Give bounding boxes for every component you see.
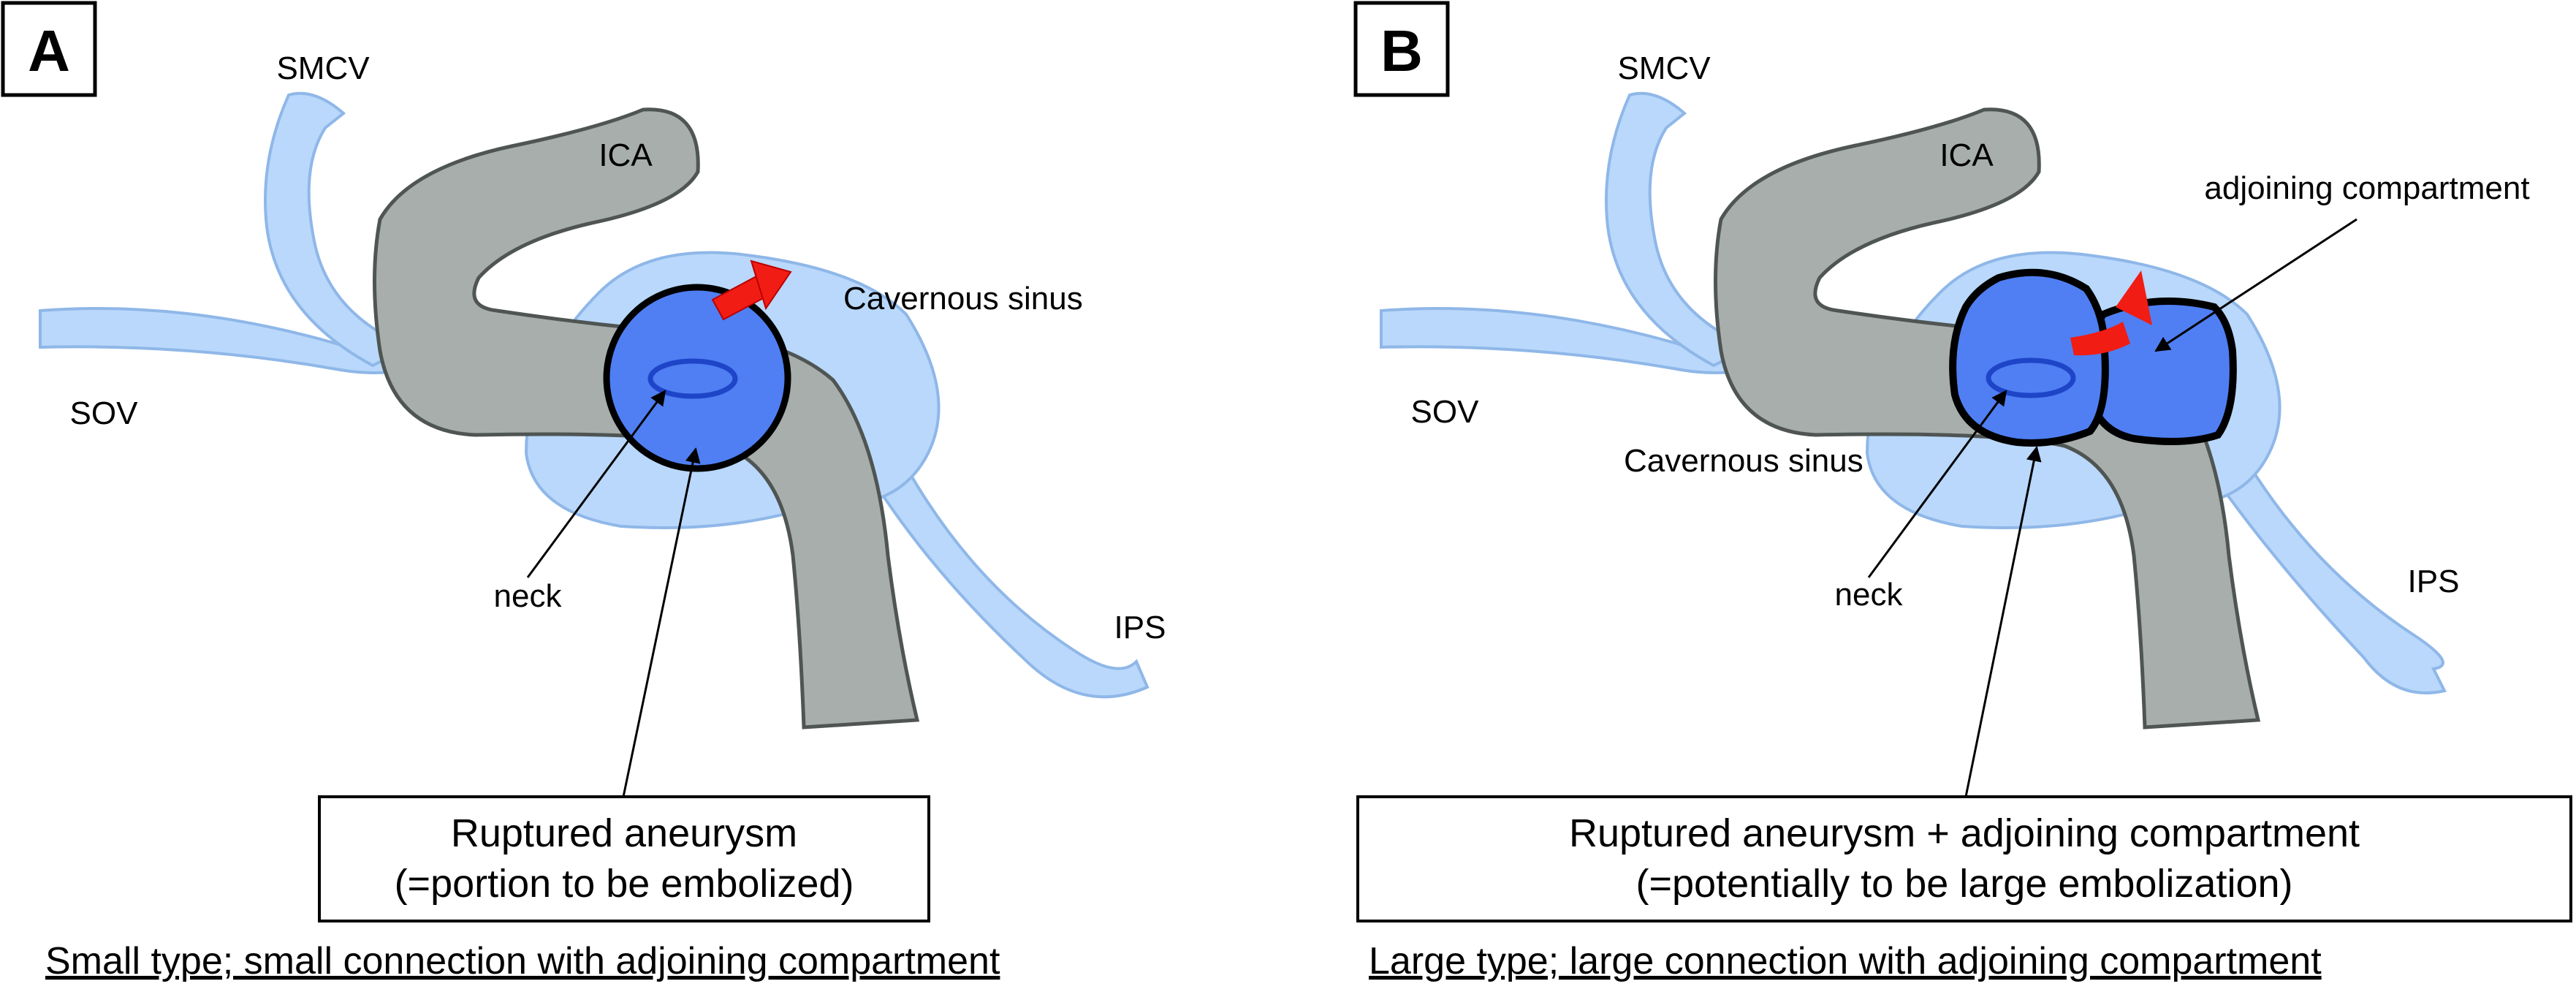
label-ips: IPS: [2408, 564, 2460, 599]
panel-b-box-line1: Ruptured aneurysm + adjoining compartmen…: [1569, 811, 2360, 855]
ips-vein: [2186, 406, 2447, 694]
ruptured-aneurysm: [603, 284, 791, 472]
smcv-vein: [264, 91, 413, 368]
panel-b-letter: B: [1380, 18, 1423, 83]
label-sov: SOV: [1411, 394, 1480, 430]
panel-b-letter-box: [1353, 1, 1450, 97]
panel-a-caption: Small type; small connection with adjoin…: [45, 940, 1000, 982]
panel-a-letter: A: [28, 18, 70, 83]
label-neck: neck: [494, 578, 563, 614]
label-cavernous-sinus: Cavernous sinus: [1624, 443, 1863, 479]
label-ips: IPS: [1114, 610, 1166, 645]
panel-a-box-line1: Ruptured aneurysm: [451, 811, 797, 855]
panel-a-callout-box: [318, 795, 930, 922]
label-smcv: SMCV: [276, 50, 370, 86]
label-ica: ICA: [1939, 137, 1994, 173]
red-arrow-small: [711, 259, 792, 321]
neck-pointer-arrow: [1867, 390, 2007, 578]
adjoining-pointer-arrow: [2154, 218, 2357, 352]
aneurysm-pointer-arrow: [1964, 445, 2042, 797]
label-cavernous-sinus: Cavernous sinus: [843, 281, 1083, 317]
panel-b-callout-box: [1356, 795, 2572, 922]
neck-ring: [1986, 357, 2076, 398]
panel-a-letter-box: [1, 1, 97, 97]
smcv-vein: [1605, 91, 1754, 368]
panel-b: B SMCV ICA adjoining compartment SOV Cav…: [1353, 1, 2572, 982]
red-arrow-large: [2070, 270, 2152, 356]
label-smcv: SMCV: [1617, 50, 1711, 86]
label-neck: neck: [1835, 577, 1904, 613]
ruptured-aneurysm: [1949, 268, 2109, 447]
panel-a: A SMCV ICA SOV Cavernous sinus neck IPS …: [1, 1, 1166, 982]
panel-a-box-line2: (=portion to be embolized): [395, 862, 854, 906]
panel-b-caption: Large type; large connection with adjoin…: [1369, 940, 2322, 982]
neck-pointer-arrow: [526, 390, 666, 578]
label-sov: SOV: [70, 395, 139, 431]
label-ica: ICA: [599, 137, 653, 173]
label-adjoining: adjoining compartment: [2204, 170, 2529, 206]
neck-ring: [647, 358, 738, 399]
aneurysm-pointer-arrow: [622, 447, 701, 797]
adjoining-compartment: [2084, 298, 2237, 445]
panel-b-box-line2: (=potentially to be large embolization): [1635, 862, 2292, 906]
